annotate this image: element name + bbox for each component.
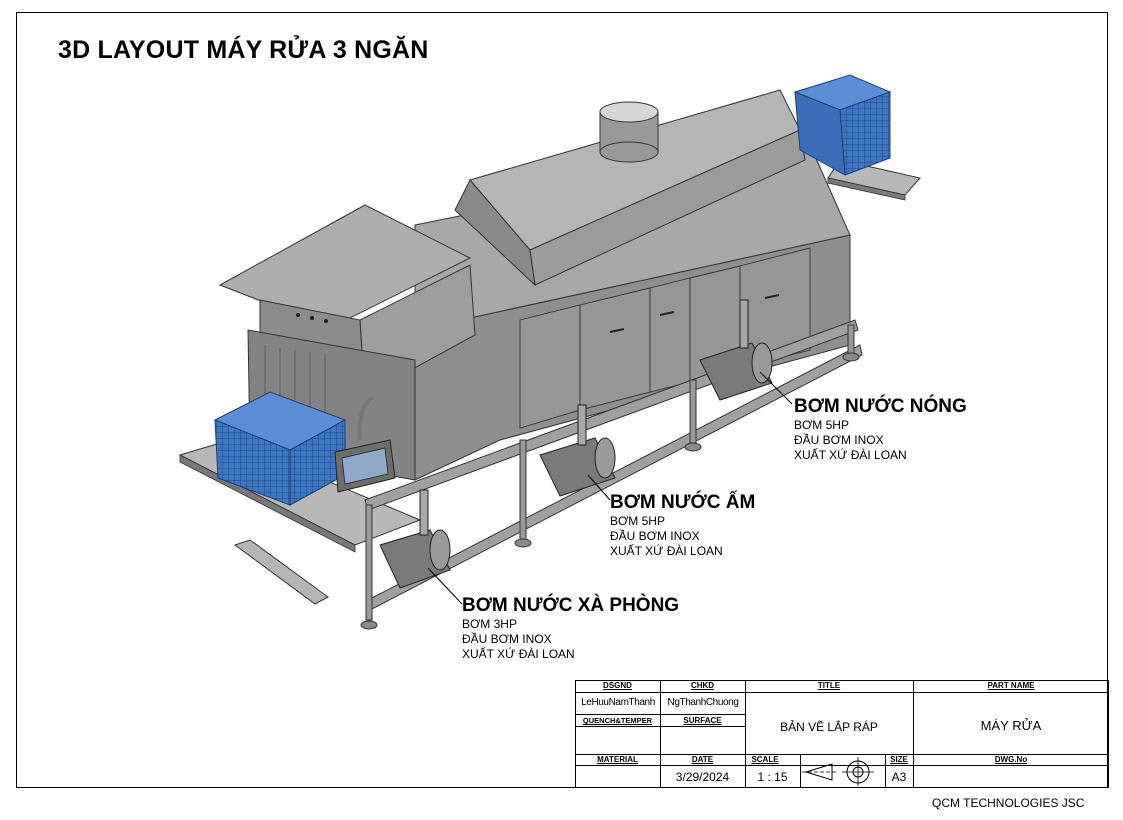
pump-soap <box>379 489 451 589</box>
scale-value: 1 : 15 <box>757 770 788 784</box>
callout-soap-water-pump: BƠM NƯỚC XÀ PHÒNG BƠM 3HP ĐẦU BƠM INOX X… <box>462 595 680 661</box>
scale-label: SCALE <box>751 755 779 764</box>
date-value: 3/29/2024 <box>675 770 730 784</box>
part-name-label: PART NAME <box>987 681 1035 690</box>
drawing-title: 3D LAYOUT MÁY RỬA 3 NGĂN <box>58 36 429 64</box>
dsgnd-label: DSGND <box>603 681 632 690</box>
chkd-label: CHKD <box>690 681 715 690</box>
title-block: DSGND CHKD TITLE PART NAME LeHuuNamThanh… <box>575 680 1110 789</box>
company-name: QCM TECHNOLOGIES JSC <box>932 796 1085 810</box>
pump-warm <box>539 404 616 497</box>
part-name-value: MÁY RỬA <box>980 718 1042 733</box>
callout-leaders <box>427 371 793 605</box>
drain-pipe <box>233 539 329 605</box>
material-label: MATERIAL <box>597 755 638 764</box>
size-label: SIZE <box>890 755 908 764</box>
size-value: A3 <box>891 770 907 784</box>
pump-hot <box>699 299 773 401</box>
projection-symbol-icon <box>802 757 874 786</box>
title-value: BẢN VẼ LẮP RÁP <box>780 720 878 734</box>
dsgnd-value: LeHuuNamThanh <box>581 697 655 708</box>
title-label: TITLE <box>817 681 841 690</box>
callout-warm-water-pump: BƠM NƯỚC ẤM BƠM 5HP ĐẦU BƠM INOX XUẤT XỨ… <box>610 492 756 558</box>
drawing-frame <box>16 12 1108 788</box>
quench-label: QUENCH&TEMPER <box>582 716 653 725</box>
callout-hot-water-pump: BƠM NƯỚC NÓNG BƠM 5HP ĐẦU BƠM INOX XUẤT … <box>794 396 967 462</box>
date-label: DATE <box>691 755 714 764</box>
chkd-value: NgThanhChuong <box>667 697 739 708</box>
dwg-label: DWG.No <box>994 755 1028 764</box>
surface-label: SURFACE <box>683 716 722 725</box>
